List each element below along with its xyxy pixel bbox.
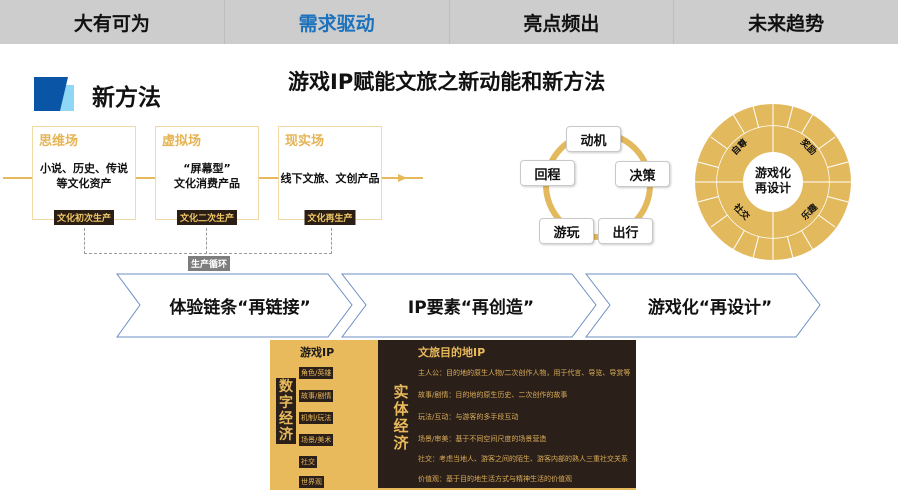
cycle-item-travel: 出行 bbox=[598, 218, 653, 244]
list-item: 价值观：基于目的地生活方式与精神生活的价值观 bbox=[418, 475, 572, 483]
list-item: 故事/剧情：目的地的原生历史、二次创作的故事 bbox=[418, 391, 568, 399]
list-item: 机制/玩法 bbox=[299, 412, 334, 424]
stage-body: 线下文旅、文创产品 bbox=[280, 172, 380, 185]
stage-thinking: 思维场 小说、历史、传说等文化资产 文化初次生产 bbox=[32, 126, 136, 225]
panel-title: 文旅目的地IP bbox=[418, 346, 486, 359]
tab-liang-dian-pin-chu[interactable]: 亮点频出 bbox=[450, 0, 675, 44]
list-item: 主人公：目的地的原生人物/二次创作人物，用于代言、导览、导赏等 bbox=[418, 369, 631, 377]
tab-xu-qiu-qu-dong[interactable]: 需求驱动 bbox=[225, 0, 450, 44]
chevron-recreate: IP要素“再创造” bbox=[407, 297, 535, 318]
wheel-center: 游戏化再设计 bbox=[754, 166, 791, 195]
list-item: 场景/美术 bbox=[299, 434, 334, 446]
stage-header: 思维场 bbox=[39, 134, 79, 149]
top-nav: 大有可为 需求驱动 亮点频出 未来趋势 bbox=[0, 0, 898, 44]
stage-header: 现实场 bbox=[285, 134, 325, 149]
stage-tag: 文化初次生产 bbox=[53, 210, 115, 225]
stage-reality: 现实场 线下文旅、文创产品 文化再生产 bbox=[278, 126, 382, 225]
tab-da-you-ke-wei[interactable]: 大有可为 bbox=[0, 0, 225, 44]
list-item: 社交 bbox=[299, 456, 317, 468]
list-item: 世界观 bbox=[299, 476, 324, 488]
gamification-wheel bbox=[695, 104, 851, 260]
physical-economy-label: 实体经济 bbox=[393, 383, 409, 452]
destination-ip-panel: 文旅目的地IP 实体经济 主人公：目的地的原生人物/二次创作人物，用于代言、导览… bbox=[378, 340, 636, 490]
stage-tag: 文化二次生产 bbox=[176, 210, 238, 225]
game-ip-panel: 游戏IP 数字经济 角色/英雄 故事/剧情 机制/玩法 场景/美术 社交 世界观 bbox=[270, 340, 378, 490]
stage-header: 虚拟场 bbox=[162, 134, 202, 149]
production-loop-line bbox=[84, 228, 332, 254]
list-item: 场景/审美：基于不同空间尺度的场景营造 bbox=[418, 435, 547, 443]
list-item: 玩法/互动：与游客的多手段互动 bbox=[418, 413, 519, 421]
cycle-item-play: 游玩 bbox=[539, 218, 594, 244]
list-item: 角色/英雄 bbox=[299, 367, 334, 379]
stage-virtual: 虚拟场 “屏幕型”文化消费产品 文化二次生产 bbox=[155, 126, 259, 225]
chevron-row bbox=[116, 273, 821, 338]
chevron-redesign: 游戏化“再设计” bbox=[647, 297, 773, 318]
loop-tag: 生产循环 bbox=[188, 256, 231, 271]
cycle-item-return: 回程 bbox=[520, 160, 575, 186]
panel-title: 游戏IP bbox=[300, 346, 335, 359]
stage-body: 小说、历史、传说等文化资产 bbox=[40, 162, 128, 190]
chevron-relink: 体验链条“再链接” bbox=[169, 297, 311, 318]
tab-wei-lai-qu-shi[interactable]: 未来趋势 bbox=[748, 12, 825, 35]
digital-economy-label: 数字经济 bbox=[276, 378, 296, 444]
cycle-item-motive: 动机 bbox=[566, 126, 621, 152]
list-item: 社交：考虑当地人、游客之间的陌生、游客内部的熟人三重社交关系 bbox=[418, 455, 628, 463]
stage-tag: 文化再生产 bbox=[304, 210, 356, 225]
section-marker-icon bbox=[34, 77, 74, 111]
loop-connector bbox=[206, 228, 207, 254]
cycle-item-decision: 决策 bbox=[615, 161, 670, 187]
page-title: 游戏IP赋能文旅之新动能和新方法 bbox=[288, 70, 606, 94]
arrow-right-icon bbox=[398, 174, 407, 182]
stage-body: “屏幕型”文化消费产品 bbox=[174, 162, 240, 190]
section-title: 新方法 bbox=[92, 85, 161, 111]
list-item: 故事/剧情 bbox=[299, 390, 334, 402]
